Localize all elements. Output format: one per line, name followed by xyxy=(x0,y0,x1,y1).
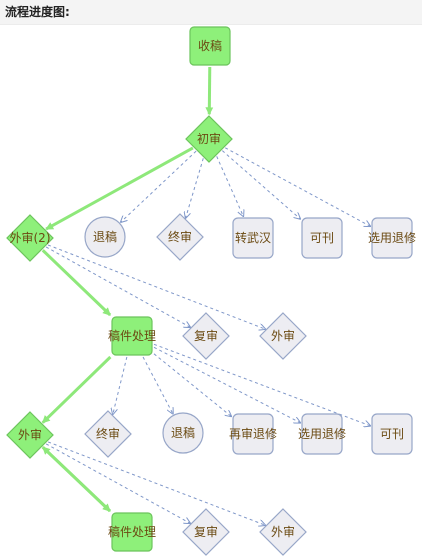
edge-n12-n20 xyxy=(47,441,265,525)
node-diamond-shape xyxy=(6,411,54,459)
node-label: 选用退修 xyxy=(298,426,346,441)
node-diamond[interactable]: 终审 xyxy=(84,410,132,458)
node-rect[interactable]: 选用退修 xyxy=(368,217,416,259)
node-circle[interactable]: 退稿 xyxy=(84,216,126,258)
node-diamond-shape xyxy=(259,312,307,360)
node-circle-shape xyxy=(84,216,126,258)
node-label: 终审 xyxy=(96,426,120,441)
node-diamond[interactable]: 初审 xyxy=(185,115,233,163)
node-label: 选用退修 xyxy=(368,230,416,245)
node-label: 退稿 xyxy=(93,229,117,244)
node-diamond-shape xyxy=(156,213,204,261)
edge-n9-n15 xyxy=(153,353,231,416)
node-label: 复审 xyxy=(194,524,218,539)
node-rect-shape xyxy=(301,413,343,455)
node-rect-shape xyxy=(371,413,413,455)
node-diamond[interactable]: 复审 xyxy=(182,508,230,556)
flow-title: 流程进度图: xyxy=(5,5,70,19)
node-diamond-shape xyxy=(84,410,132,458)
node-label: 退稿 xyxy=(171,425,195,440)
node-label: 外审 xyxy=(18,427,42,442)
edge-n9-n13 xyxy=(113,356,128,414)
flow-header: 流程进度图: xyxy=(0,0,422,25)
node-label: 可刊 xyxy=(380,427,404,441)
node-label: 外审 xyxy=(271,328,295,343)
edge-n2-n3 xyxy=(45,146,194,231)
node-diamond-shape xyxy=(182,508,230,556)
edge-n3-n9 xyxy=(41,249,112,317)
node-diamond[interactable]: 外审 xyxy=(259,508,307,556)
edge-n2-n6 xyxy=(216,156,244,216)
node-label: 复审 xyxy=(194,328,218,343)
edge-n9-n16 xyxy=(153,346,300,422)
edge-n3-n10 xyxy=(45,246,190,327)
edge-n3-n11 xyxy=(47,244,265,329)
node-label: 稿件处理 xyxy=(108,524,156,539)
node-diamond-shape xyxy=(259,508,307,556)
edge-n2-n4 xyxy=(121,150,197,222)
edge-n18-n12 xyxy=(41,446,112,513)
node-rect-shape xyxy=(371,217,413,259)
node-rect-shape xyxy=(189,26,231,66)
node-rect[interactable]: 稿件处理 xyxy=(108,512,156,552)
node-diamond-shape xyxy=(6,214,54,262)
node-label: 再审退修 xyxy=(229,426,277,441)
edges-layer xyxy=(41,66,370,525)
node-label: 稿件处理 xyxy=(108,328,156,343)
edge-n2-n7 xyxy=(221,150,300,219)
node-rect[interactable]: 转武汉 xyxy=(232,217,274,259)
nodes-layer: 收稿初审外审(2)退稿终审转武汉可刊选用退修稿件处理复审外审外审终审退稿再审退修… xyxy=(6,26,416,556)
node-rect-shape xyxy=(232,217,274,259)
node-rect[interactable]: 选用退修 xyxy=(298,413,346,455)
node-rect[interactable]: 稿件处理 xyxy=(108,316,156,356)
node-label: 外审 xyxy=(271,524,295,539)
edge-n2-n8 xyxy=(224,147,370,226)
edge-n9-n12 xyxy=(41,355,112,424)
node-diamond[interactable]: 外审(2) xyxy=(6,214,54,262)
edge-n12-n19 xyxy=(45,443,190,523)
node-rect-shape xyxy=(301,217,343,259)
edge-n9-n14 xyxy=(142,356,173,414)
node-rect[interactable]: 可刊 xyxy=(301,217,343,259)
edge-n2-n5 xyxy=(186,158,204,217)
node-diamond-shape xyxy=(185,115,233,163)
node-label: 终审 xyxy=(168,229,192,244)
node-diamond[interactable]: 外审 xyxy=(6,411,54,459)
node-diamond[interactable]: 终审 xyxy=(156,213,204,261)
node-rect-shape xyxy=(111,316,153,356)
node-circle-shape xyxy=(162,412,204,454)
node-rect[interactable]: 收稿 xyxy=(189,26,231,66)
node-diamond-shape xyxy=(182,312,230,360)
node-rect-shape xyxy=(232,413,274,455)
node-diamond[interactable]: 复审 xyxy=(182,312,230,360)
node-rect-shape xyxy=(111,512,153,552)
node-label: 可刊 xyxy=(310,231,334,245)
edge-n1-n2 xyxy=(205,66,214,116)
node-label: 收稿 xyxy=(198,38,222,53)
node-label: 外审(2) xyxy=(10,230,51,245)
edge-n9-n17 xyxy=(153,343,370,425)
node-rect[interactable]: 可刊 xyxy=(371,413,413,455)
node-label: 初审 xyxy=(197,131,221,146)
node-circle[interactable]: 退稿 xyxy=(162,412,204,454)
node-label: 转武汉 xyxy=(235,230,271,245)
node-diamond[interactable]: 外审 xyxy=(259,312,307,360)
node-rect[interactable]: 再审退修 xyxy=(229,413,277,455)
